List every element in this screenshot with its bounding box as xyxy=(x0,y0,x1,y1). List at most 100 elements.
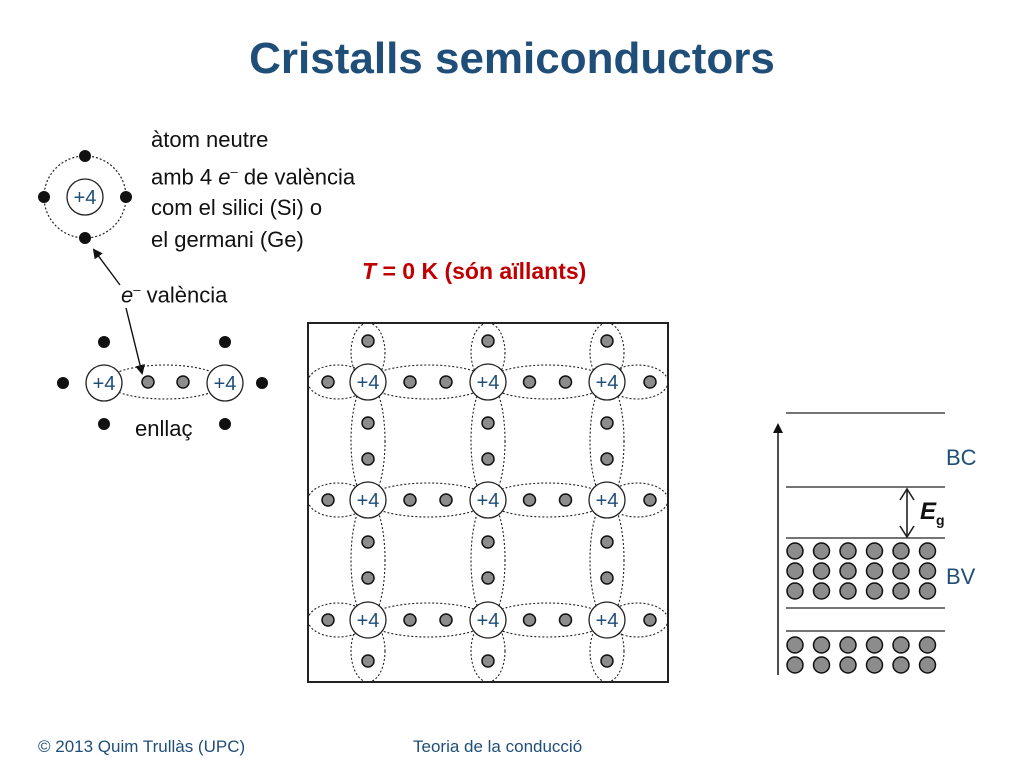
bond-electron xyxy=(600,452,614,466)
bond-electron xyxy=(361,571,375,585)
lattice-atom xyxy=(469,601,507,639)
bond-electron xyxy=(361,334,375,348)
valence-band-electrons xyxy=(786,542,937,674)
band-electron xyxy=(839,542,857,560)
band-electron xyxy=(812,582,831,600)
atom-desc-line-2-post: de valència xyxy=(237,163,356,189)
band-electron xyxy=(812,562,831,580)
bond-electron xyxy=(321,493,335,507)
band-electron xyxy=(839,562,857,580)
lone-electron xyxy=(98,336,110,348)
bond-electron xyxy=(481,571,495,585)
valence-e-sup: – xyxy=(133,282,141,297)
band-electron xyxy=(918,562,937,580)
bond-electron xyxy=(481,654,495,668)
band-electron xyxy=(918,582,937,600)
band-electron xyxy=(786,636,804,654)
bond-electron xyxy=(558,613,573,627)
lattice-atom-charge: +4 xyxy=(477,610,500,632)
atom-desc-line-1: àtom neutre xyxy=(151,127,269,152)
bond-charge-right: +4 xyxy=(214,373,237,395)
bond-electron xyxy=(643,613,657,627)
bond-orbital xyxy=(106,364,224,400)
electron-symbol: e xyxy=(218,163,231,189)
valence-electron xyxy=(38,191,50,203)
bond-orbital xyxy=(606,364,669,400)
bond-electron xyxy=(361,535,375,549)
conduction-band-label: BC xyxy=(946,445,977,470)
lattice-atom xyxy=(349,481,387,519)
atom-core xyxy=(66,178,104,216)
lattice-atom-charge: +4 xyxy=(596,610,619,632)
lattice-atom-charge: +4 xyxy=(477,372,500,394)
band-electron xyxy=(918,542,937,560)
bond-electron xyxy=(643,375,657,389)
lattice-atom xyxy=(588,481,626,519)
band-electron xyxy=(839,582,857,600)
valence-electron xyxy=(79,150,91,162)
footer-topic: Teoria de la conducció xyxy=(413,737,583,756)
lattice-atom xyxy=(469,481,507,519)
gap-subscript: g xyxy=(936,511,945,528)
lone-electron xyxy=(219,418,231,430)
band-diagram xyxy=(773,412,945,675)
band-electron xyxy=(865,562,884,580)
atom-charge: +4 xyxy=(74,187,97,209)
band-electron xyxy=(865,656,884,674)
gap-symbol: E xyxy=(920,498,937,525)
bond-electron xyxy=(600,416,614,430)
lattice-atom-charge: +4 xyxy=(357,372,380,394)
atom-description: àtom neutre amb 4 e– de valència com el … xyxy=(151,124,355,255)
band-gap-label: Eg xyxy=(920,498,945,528)
bond-electron xyxy=(321,613,335,627)
band-electron xyxy=(918,656,937,674)
lattice-atom xyxy=(588,363,626,401)
bond-electron xyxy=(361,452,375,466)
bond-electron xyxy=(141,375,155,389)
bond-atom-right xyxy=(206,364,244,402)
bond-electron xyxy=(439,375,453,389)
bond-electron xyxy=(522,375,537,389)
bond-electron xyxy=(600,535,614,549)
bond-electron xyxy=(600,571,614,585)
lattice-atom-charge: +4 xyxy=(596,372,619,394)
band-electron xyxy=(918,636,937,654)
temperature-label: T = 0 K (són aïllants) xyxy=(362,258,586,285)
lattice-atom-charge: +4 xyxy=(596,490,619,512)
lone-electron xyxy=(57,377,69,389)
bond-electron xyxy=(403,375,417,389)
arrow-to-atom-electron xyxy=(92,248,121,286)
bond-charge-left: +4 xyxy=(93,373,116,395)
bond-electron xyxy=(176,375,190,389)
valence-electron xyxy=(120,191,132,203)
lattice-atom xyxy=(469,363,507,401)
valence-e-symbol: e xyxy=(121,282,134,308)
atom-desc-line-3: com el silici (Si) o xyxy=(151,195,323,221)
bond-electron xyxy=(600,334,614,348)
bond-electron xyxy=(403,493,417,507)
footer-copyright: © 2013 Quim Trullàs (UPC) xyxy=(38,737,246,756)
bond-electron xyxy=(403,613,417,627)
bond-electron xyxy=(481,416,495,430)
band-electron xyxy=(865,542,884,560)
bond-electron xyxy=(481,334,495,348)
electron-charge-sup: – xyxy=(230,163,238,179)
lattice-atom xyxy=(349,363,387,401)
bond-electron xyxy=(361,654,375,668)
gap-arrow-head-down xyxy=(899,525,915,539)
band-electron xyxy=(892,582,910,600)
arrow-to-bond-electron xyxy=(125,307,145,375)
bond-electron xyxy=(522,493,537,507)
bond-electron xyxy=(481,452,495,466)
atom-desc-line-2-pre: amb 4 xyxy=(151,163,219,189)
band-electron xyxy=(786,562,804,580)
valence-electron xyxy=(79,232,91,244)
band-electron xyxy=(786,656,804,674)
valence-text: valència xyxy=(140,282,228,308)
bond-electron xyxy=(558,493,573,507)
band-electron xyxy=(786,582,804,600)
lattice-atom-charge: +4 xyxy=(357,490,380,512)
temperature-rest: = 0 K (són aïllants) xyxy=(376,258,587,284)
bond-electron xyxy=(643,493,657,507)
gap-arrow-head-up xyxy=(899,487,915,501)
